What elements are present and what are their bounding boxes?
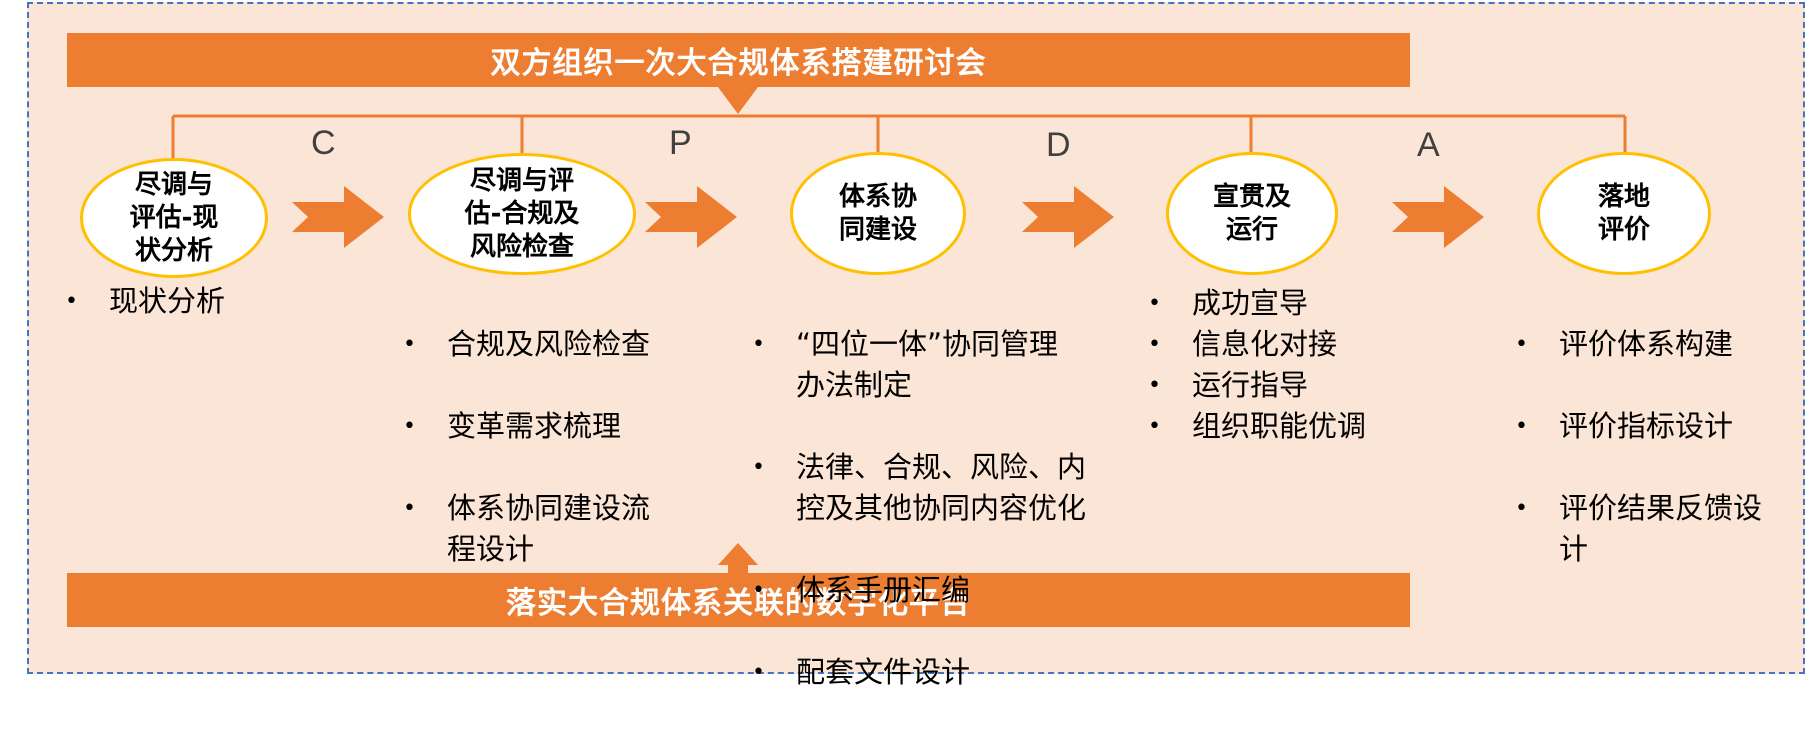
right-arrow-icon [645,186,737,248]
stage-2-ellipse: 尽调与评 估-合规及 风险检查 [408,153,636,275]
stage-3-ellipse: 体系协 同建设 [790,152,966,275]
stage-1-ellipse: 尽调与 评估-现 状分析 [80,158,268,278]
right-arrow-icon [1392,186,1484,248]
phase-letter-d: D [1046,126,1071,164]
phase-letter-a: A [1417,126,1440,164]
list-item: 组织职能优调 [1148,406,1408,447]
list-item: 信息化对接 [1148,324,1408,365]
list-item: 评价结果反馈设 计 [1515,488,1795,570]
list-item: “四位一体”协同管理 办法制定 [752,324,1132,406]
stage-1-list: 现状分析 [65,281,325,322]
stage-3-list: “四位一体”协同管理 办法制定 法律、合规、风险、内 控及其他协同内容优化 体系… [752,283,1132,734]
stage-5-list: 评价体系构建 评价指标设计 评价结果反馈设 计 [1515,283,1795,611]
bottom-banner: 落实大合规体系关联的数字化平台 [67,573,1410,627]
top-banner: 双方组织一次大合规体系搭建研讨会 [67,33,1410,87]
phase-letter-c: C [311,124,336,162]
stage-5-ellipse: 落地 评价 [1537,152,1711,275]
list-item: 体系协同建设流 程设计 [403,488,703,570]
list-item: 配套文件设计 [752,652,1132,693]
list-item: 评价体系构建 [1515,324,1795,365]
list-item: 变革需求梳理 [403,406,703,447]
list-item: 运行指导 [1148,365,1408,406]
connector-lines [171,87,1627,575]
right-arrow-icon [292,186,384,248]
right-arrow-icon [1022,186,1114,248]
list-item: 成功宣导 [1148,283,1408,324]
stage-2-list: 合规及风险检查 变革需求梳理 体系协同建设流 程设计 [403,283,703,611]
stage-4-list: 成功宣导 信息化对接 运行指导 组织职能优调 [1148,283,1408,447]
phase-letter-p: P [669,124,692,162]
bottom-up-arrowhead [718,543,758,565]
list-item: 体系手册汇编 [752,570,1132,611]
list-item: 评价指标设计 [1515,406,1795,447]
list-item: 现状分析 [65,281,325,322]
list-item: 法律、合规、风险、内 控及其他协同内容优化 [752,447,1132,529]
stage-4-ellipse: 宣贯及 运行 [1166,152,1338,275]
bottom-up-arrow-shaft [728,563,748,575]
list-item: 合规及风险检查 [403,324,703,365]
top-down-arrowhead [718,87,758,114]
